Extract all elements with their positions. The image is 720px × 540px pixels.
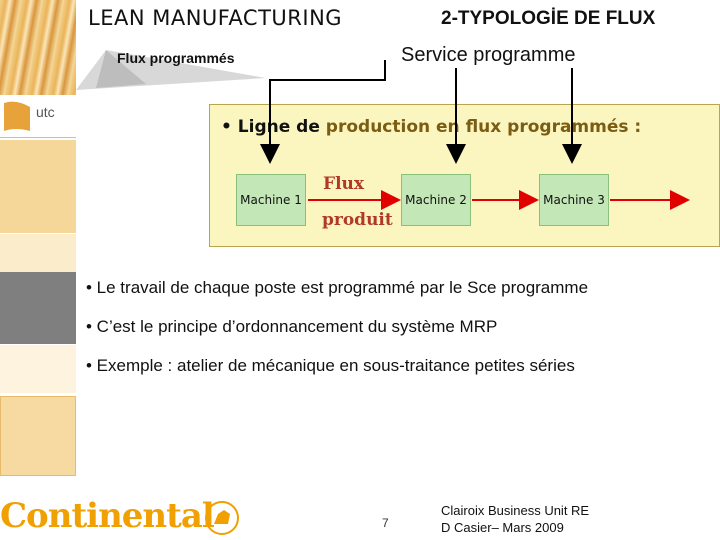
continental-logo: Continental bbox=[0, 496, 215, 536]
service-label: Service programme bbox=[401, 44, 576, 66]
diagram-bullet-highlight: production en flux programmés : bbox=[325, 117, 642, 137]
decor-square bbox=[0, 140, 76, 233]
footer-line-1: Clairoix Business Unit RE bbox=[441, 503, 590, 518]
bullet-item-2: • C’est le principe d’ordonnancement du … bbox=[86, 317, 498, 336]
control-arrow-machine-1 bbox=[260, 60, 386, 164]
machine-1-box: Machine 1 bbox=[236, 174, 306, 226]
decor-square bbox=[0, 234, 76, 272]
decor-square bbox=[0, 396, 76, 476]
header-photo-strip bbox=[0, 0, 76, 95]
subtitle-left: Flux programmés bbox=[117, 50, 235, 66]
machine-3-box: Machine 3 bbox=[539, 174, 609, 226]
bullet-item-3: • Exemple : atelier de mécanique en sous… bbox=[86, 356, 575, 375]
header-wedge bbox=[76, 50, 266, 90]
page-title: LEAN MANUFACTURING bbox=[88, 6, 343, 30]
utc-logo: utc bbox=[0, 97, 76, 138]
machine-2-label: Machine 2 bbox=[405, 193, 467, 207]
machine-3-label: Machine 3 bbox=[543, 193, 605, 207]
utc-logo-text: utc bbox=[36, 104, 55, 120]
section-title: 2-TYPOLOGİE DE FLUX bbox=[441, 8, 656, 29]
produit-label: produit bbox=[322, 210, 393, 230]
utc-logo-graphic: utc bbox=[4, 101, 55, 131]
bullet-item-1: • Le travail de chaque poste est program… bbox=[86, 278, 589, 297]
footer-line-2: D Casier– Mars 2009 bbox=[441, 520, 564, 535]
horse-emblem-icon bbox=[205, 501, 239, 535]
decor-square bbox=[0, 272, 76, 344]
decor-square bbox=[0, 345, 76, 393]
page-number: 7 bbox=[382, 516, 389, 530]
machine-1-label: Machine 1 bbox=[240, 193, 302, 207]
machine-2-box: Machine 2 bbox=[401, 174, 471, 226]
flux-label: Flux bbox=[323, 174, 365, 194]
